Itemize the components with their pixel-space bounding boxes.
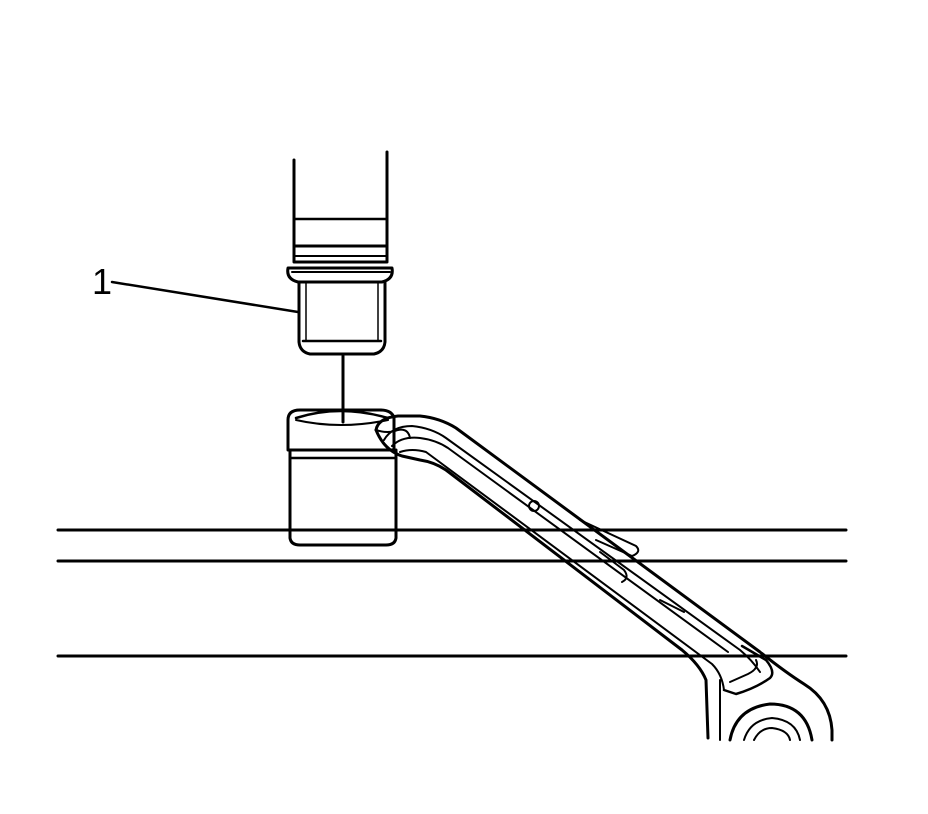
receiver-body — [288, 448, 398, 547]
installer-tool — [286, 150, 394, 356]
arm-lower-eye-outer — [728, 702, 814, 742]
arm-rib-1 — [383, 425, 761, 673]
receiver-opening-lower — [295, 419, 389, 426]
receiver-opening — [294, 409, 390, 420]
tool-flange — [286, 266, 394, 284]
arm-rib-3 — [399, 449, 725, 691]
callout-1 — [110, 280, 300, 314]
arm-rib-2 — [391, 436, 729, 653]
arm-detail-slot — [579, 519, 640, 557]
arm-lower-eye-inner-2 — [753, 727, 791, 741]
arm-detail-crossrib-2 — [659, 599, 685, 613]
callout-label-1: 1 — [92, 261, 112, 302]
arm-outer-bottom — [374, 428, 710, 740]
arm-tip — [375, 428, 411, 439]
arm-outer-top — [374, 414, 834, 742]
control-arm — [374, 414, 834, 742]
arm-pocket-inner — [729, 659, 758, 683]
arm-rivet — [528, 500, 540, 512]
arm-end-pocket — [722, 644, 774, 696]
arm-detail-crossrib — [599, 551, 628, 583]
callout-leader-line — [110, 280, 300, 314]
arm-lower-eye-inner — [743, 717, 801, 741]
tool-pilot — [297, 280, 387, 356]
frame-rails — [56, 528, 848, 658]
